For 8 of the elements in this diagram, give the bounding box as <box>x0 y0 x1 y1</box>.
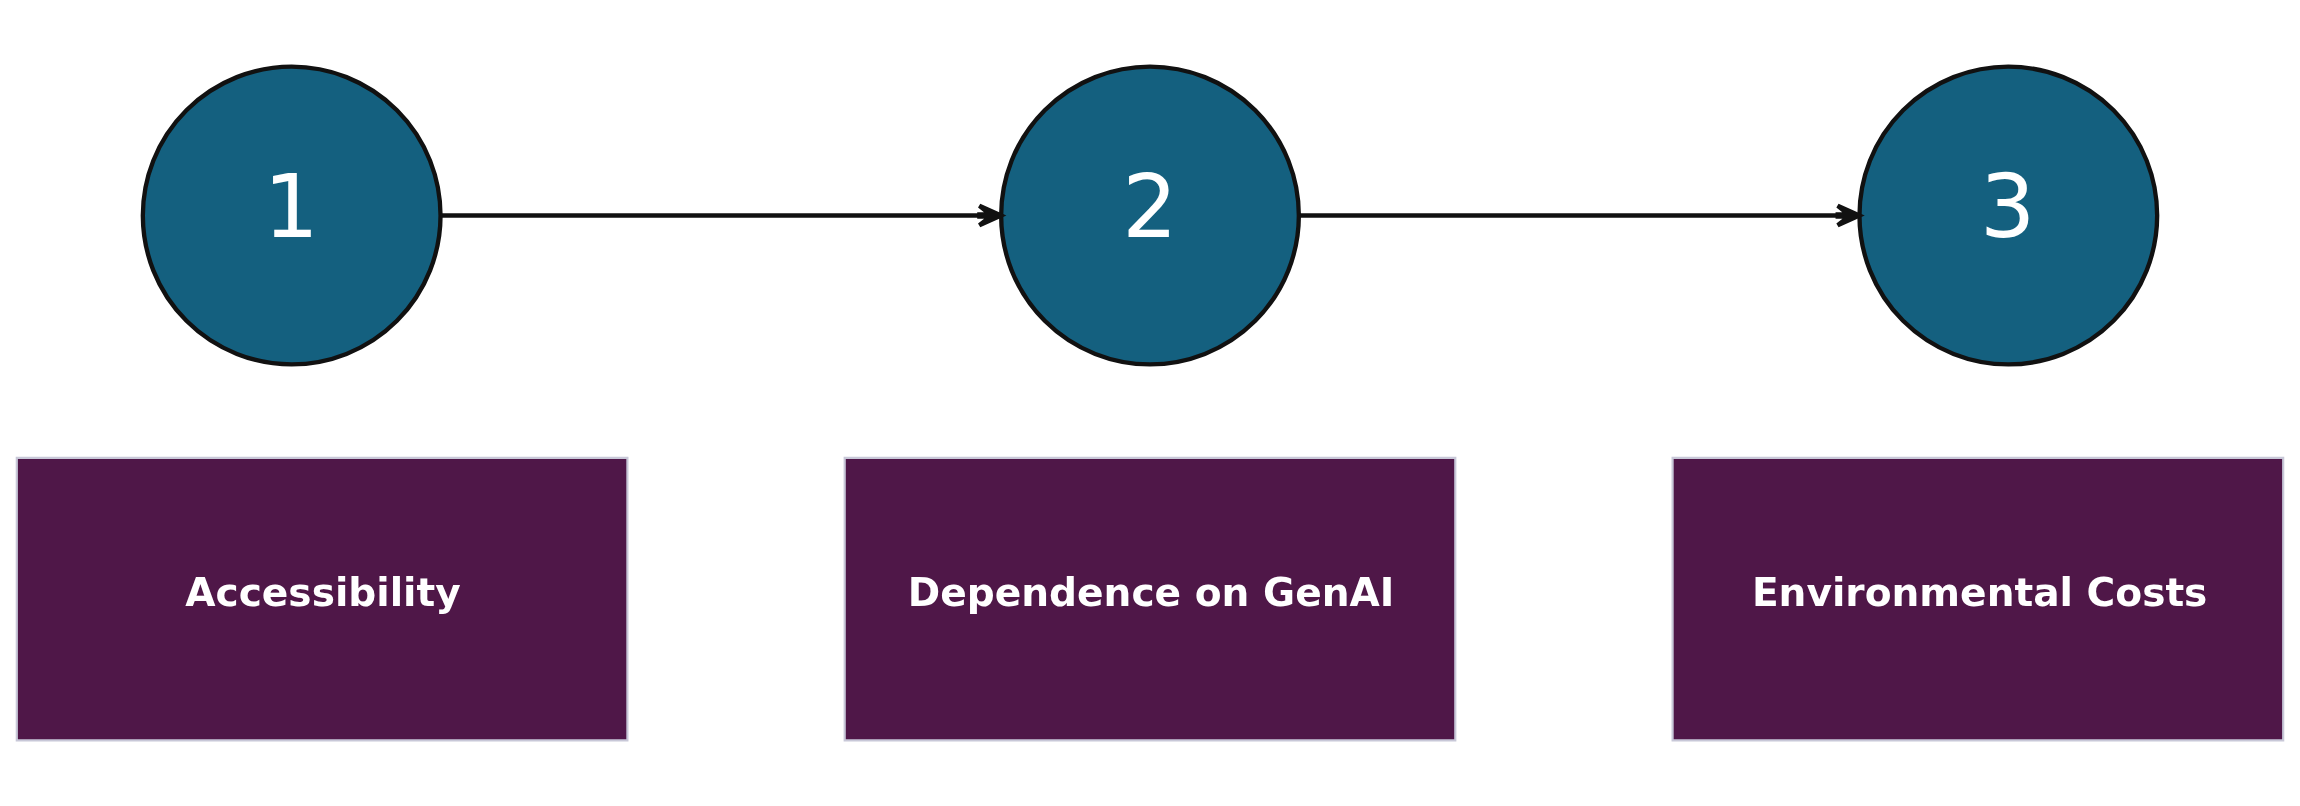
arrow <box>440 203 1004 227</box>
node-box: Environmental Costs <box>1671 456 2285 741</box>
node-box: Dependence on GenAI <box>843 456 1457 741</box>
node-circle: 2 <box>998 64 1302 367</box>
node-circle: 1 <box>140 64 443 367</box>
node-box: Accessibility <box>15 456 629 741</box>
node-circle: 3 <box>1857 64 2160 367</box>
arrow <box>1299 203 1862 227</box>
